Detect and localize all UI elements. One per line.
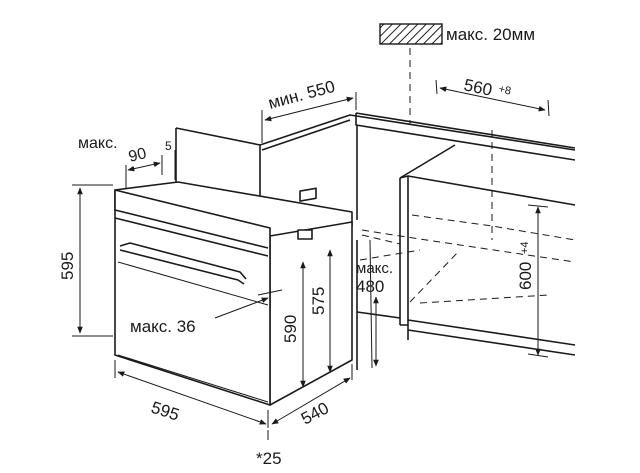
body-height-label: 590: [281, 315, 300, 343]
footnote-label: *25: [256, 449, 282, 468]
cabinet-niche: [175, 48, 576, 370]
side-max-value: 480: [356, 277, 384, 296]
oven-height-label: 595: [58, 252, 77, 280]
gap-top-max-label: макс. 20мм: [446, 25, 535, 44]
niche-height-tolerance: +4: [519, 241, 531, 254]
top-step-label: 5: [165, 139, 172, 153]
cabinet-depth-min-label: мин. 550: [266, 77, 337, 113]
top-max-word: макс.: [78, 135, 118, 152]
side-max-word: макс.: [356, 260, 393, 277]
oven-depth-label: 540: [298, 398, 332, 428]
oven-handle: [119, 242, 247, 285]
niche-width-label: 560: [462, 75, 494, 99]
dimension-lines: [72, 79, 550, 440]
handle-max-label: макс. 36: [130, 317, 196, 336]
body-height-inner-label: 575: [309, 287, 328, 315]
oven-width-label: 595: [149, 398, 182, 425]
top-offset-label: 90: [127, 145, 148, 166]
max-gap-hatch: [379, 23, 443, 45]
niche-height-label: 600: [516, 262, 535, 290]
oven: [114, 181, 353, 406]
niche-width-tolerance: +8: [497, 83, 512, 97]
